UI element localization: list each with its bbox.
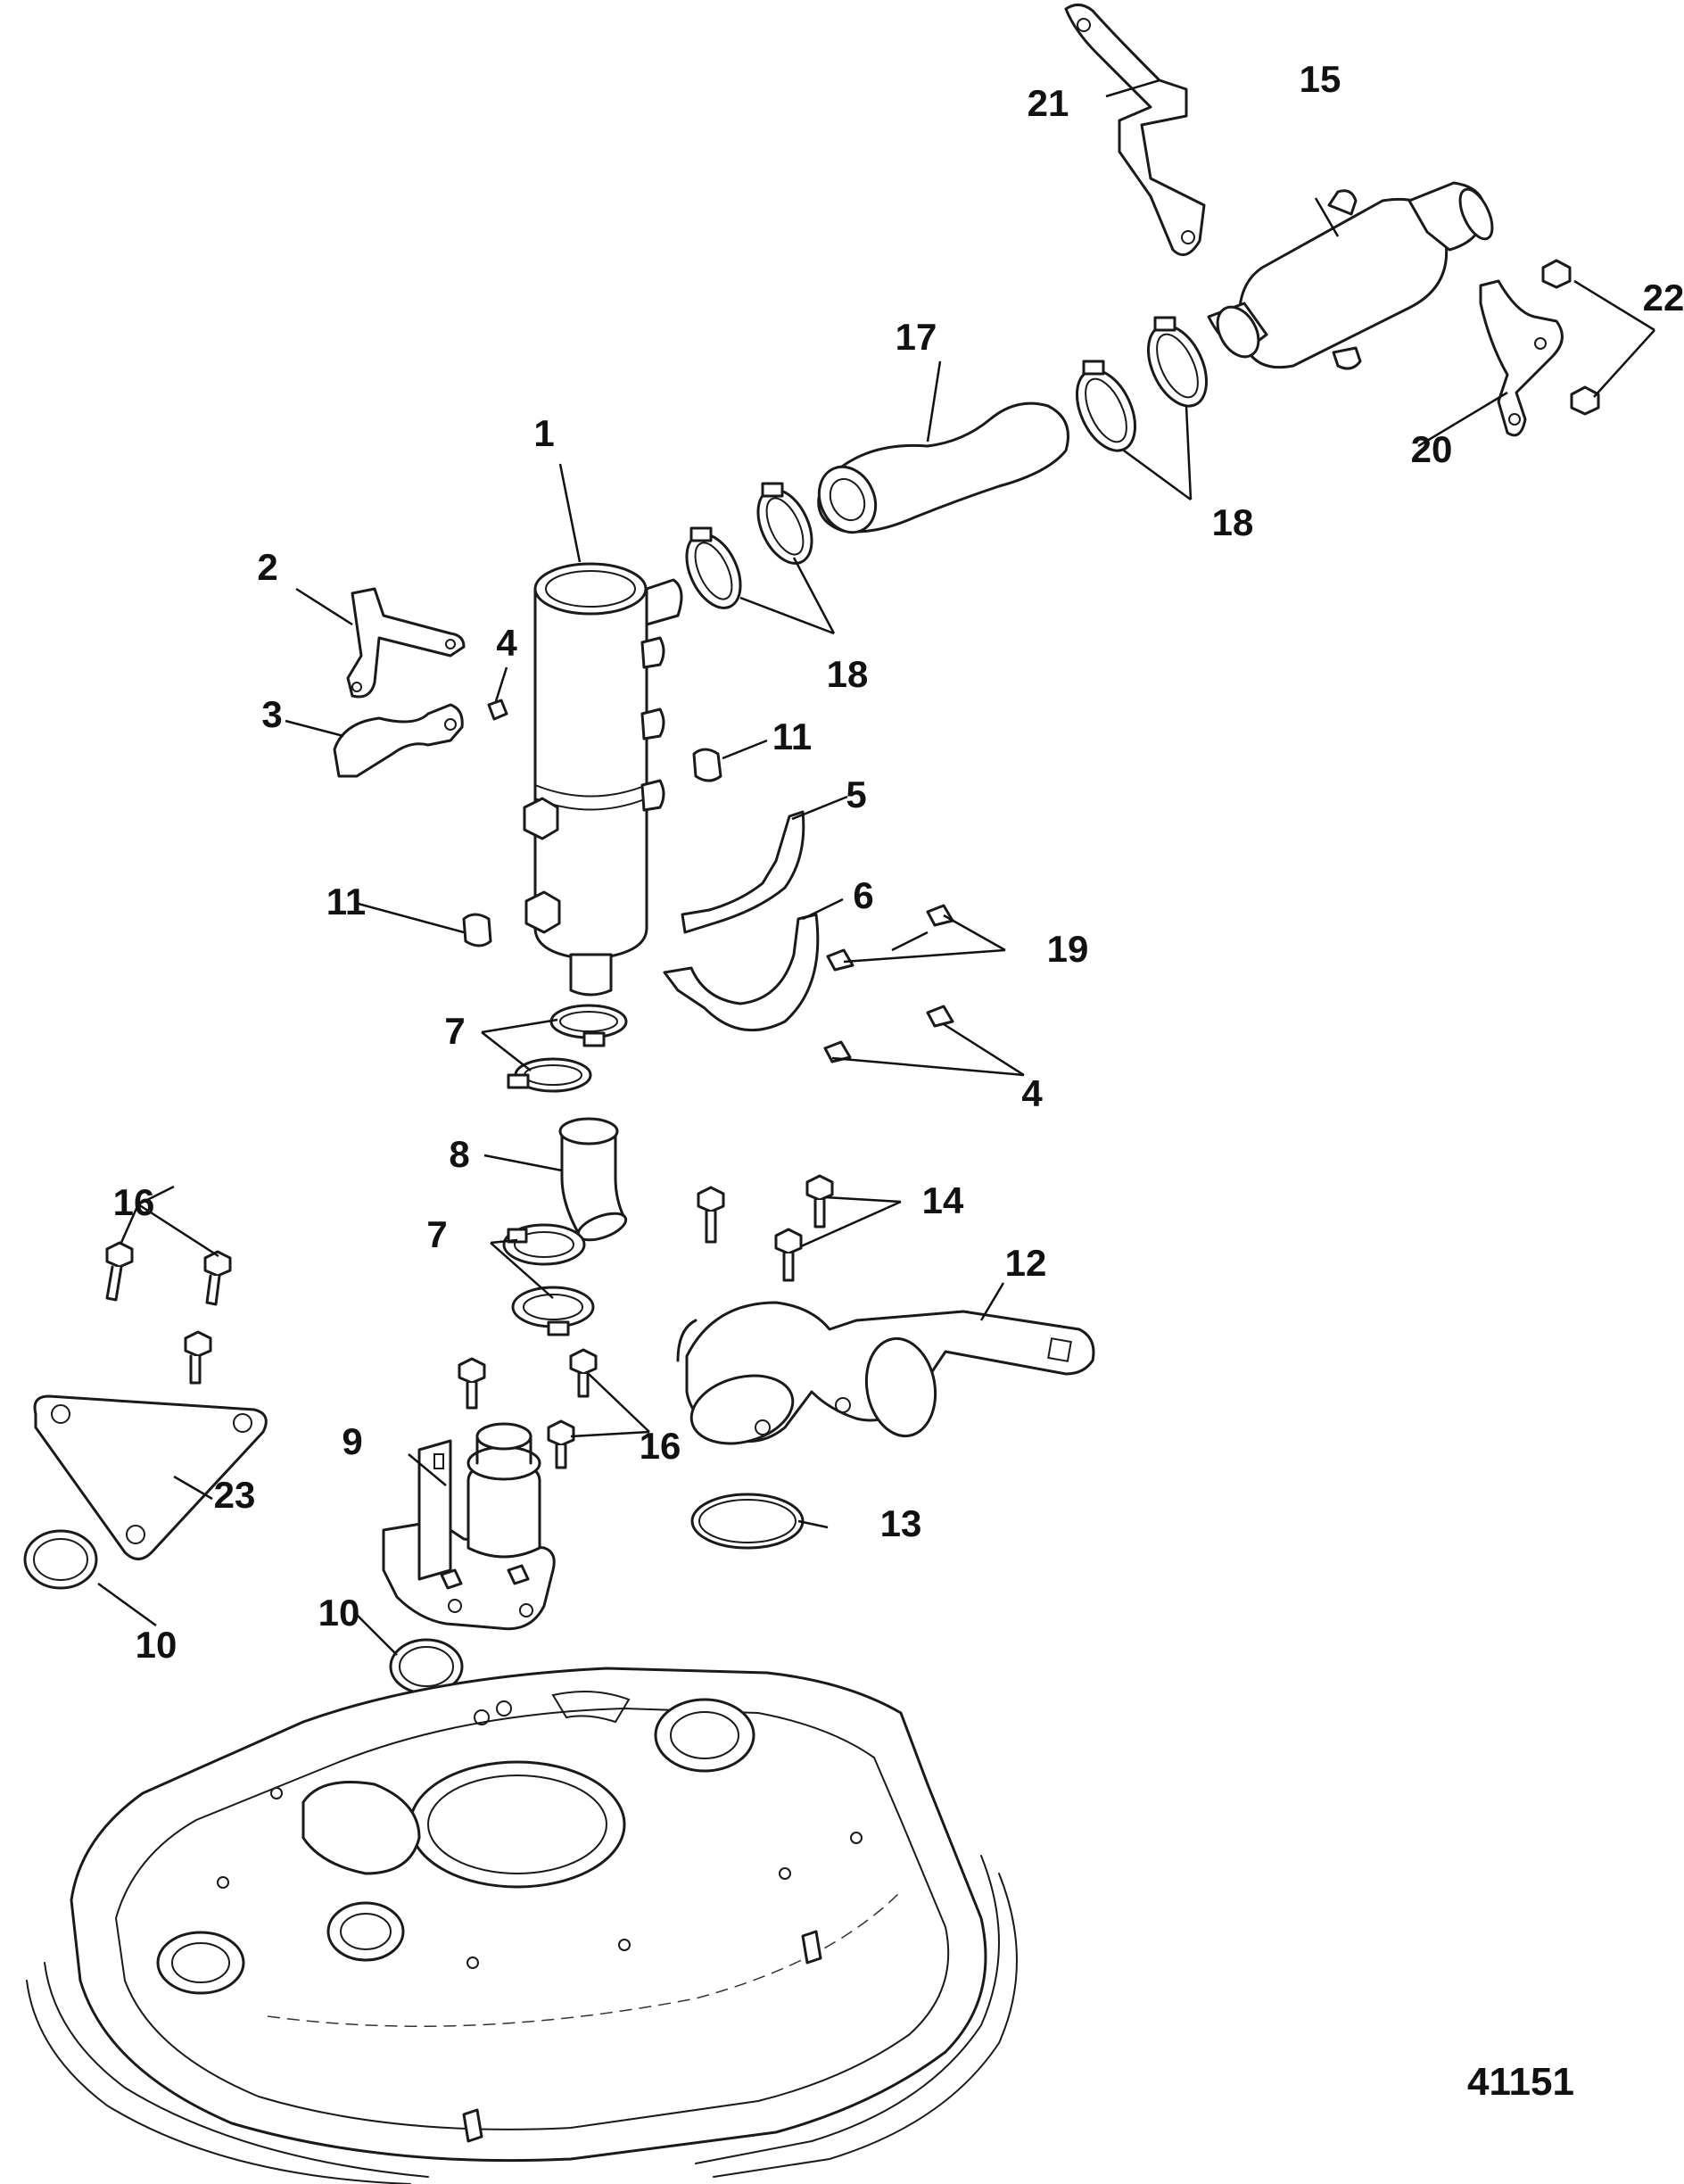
part-22-nuts <box>1541 259 1600 416</box>
pump-housing-base <box>26 1667 1018 2184</box>
callout-14: 14 <box>922 1179 964 1221</box>
callout-16-right: 16 <box>640 1425 681 1467</box>
callout-13: 13 <box>880 1502 922 1544</box>
callout-5: 5 <box>846 774 866 815</box>
leader-lines <box>97 79 1655 1656</box>
callout-11-left: 11 <box>326 881 366 922</box>
part-8-elbow-hose <box>558 1117 628 1242</box>
callout-4-upper: 4 <box>496 622 517 664</box>
part-16-bolts <box>105 1241 598 1469</box>
callout-18-left: 18 <box>827 653 869 695</box>
callout-19: 19 <box>1047 928 1089 970</box>
part-10-gasket-left <box>23 1529 98 1590</box>
part-18-clamps-left <box>685 482 813 609</box>
part-5-clamp <box>681 810 805 934</box>
callout-10-left: 10 <box>136 1624 177 1666</box>
callout-11-right: 11 <box>772 716 812 757</box>
part-6-clamp <box>663 913 820 1032</box>
part-19-screws <box>826 904 954 972</box>
callout-2: 2 <box>257 546 277 588</box>
callout-16-left: 16 <box>113 1181 155 1223</box>
callout-18-right: 18 <box>1212 501 1254 543</box>
part-17-hose <box>817 401 1069 534</box>
part-7-clamps-upper <box>507 1004 628 1093</box>
part-14-bolts <box>697 1174 834 1282</box>
part-2-bracket <box>346 587 466 699</box>
part-4-screws <box>487 699 954 1063</box>
part-10-gasket-right <box>389 1638 464 1695</box>
callout-6: 6 <box>853 874 873 916</box>
callout-4-lower: 4 <box>1021 1072 1043 1114</box>
callout-12: 12 <box>1005 1242 1047 1284</box>
callout-10-right: 10 <box>318 1592 360 1634</box>
callout-3: 3 <box>261 693 282 735</box>
figure-number: 41151 <box>1467 2060 1574 2104</box>
callout-22: 22 <box>1643 277 1684 318</box>
callout-23: 23 <box>214 1474 256 1516</box>
callout-21: 21 <box>1028 82 1069 124</box>
part-12-valve <box>676 1301 1095 1445</box>
callout-8: 8 <box>449 1133 469 1175</box>
part-7-clamps-lower <box>502 1223 595 1336</box>
callout-7-upper: 7 <box>444 1010 465 1052</box>
callout-labels: 1 2 3 4 4 5 6 7 7 8 9 10 10 11 11 12 13 … <box>113 58 1684 2104</box>
callout-17: 17 <box>896 316 937 358</box>
part-13-gasket <box>690 1493 805 1550</box>
callout-1: 1 <box>533 412 554 454</box>
part-15-muffler <box>1207 181 1494 370</box>
part-20-bracket <box>1479 279 1564 437</box>
callout-15: 15 <box>1300 58 1341 100</box>
part-1-heat-exchanger <box>523 562 683 997</box>
part-18-clamps-right <box>1076 316 1208 452</box>
part-11-plugs <box>462 748 722 947</box>
part-9-intake-fitting <box>382 1422 556 1631</box>
part-3-saddle <box>333 703 464 778</box>
part-23-plate <box>33 1394 268 1560</box>
part-21-bracket <box>1064 4 1206 257</box>
callout-9: 9 <box>342 1420 362 1462</box>
callout-20: 20 <box>1411 428 1453 470</box>
callout-7-lower: 7 <box>426 1213 447 1255</box>
